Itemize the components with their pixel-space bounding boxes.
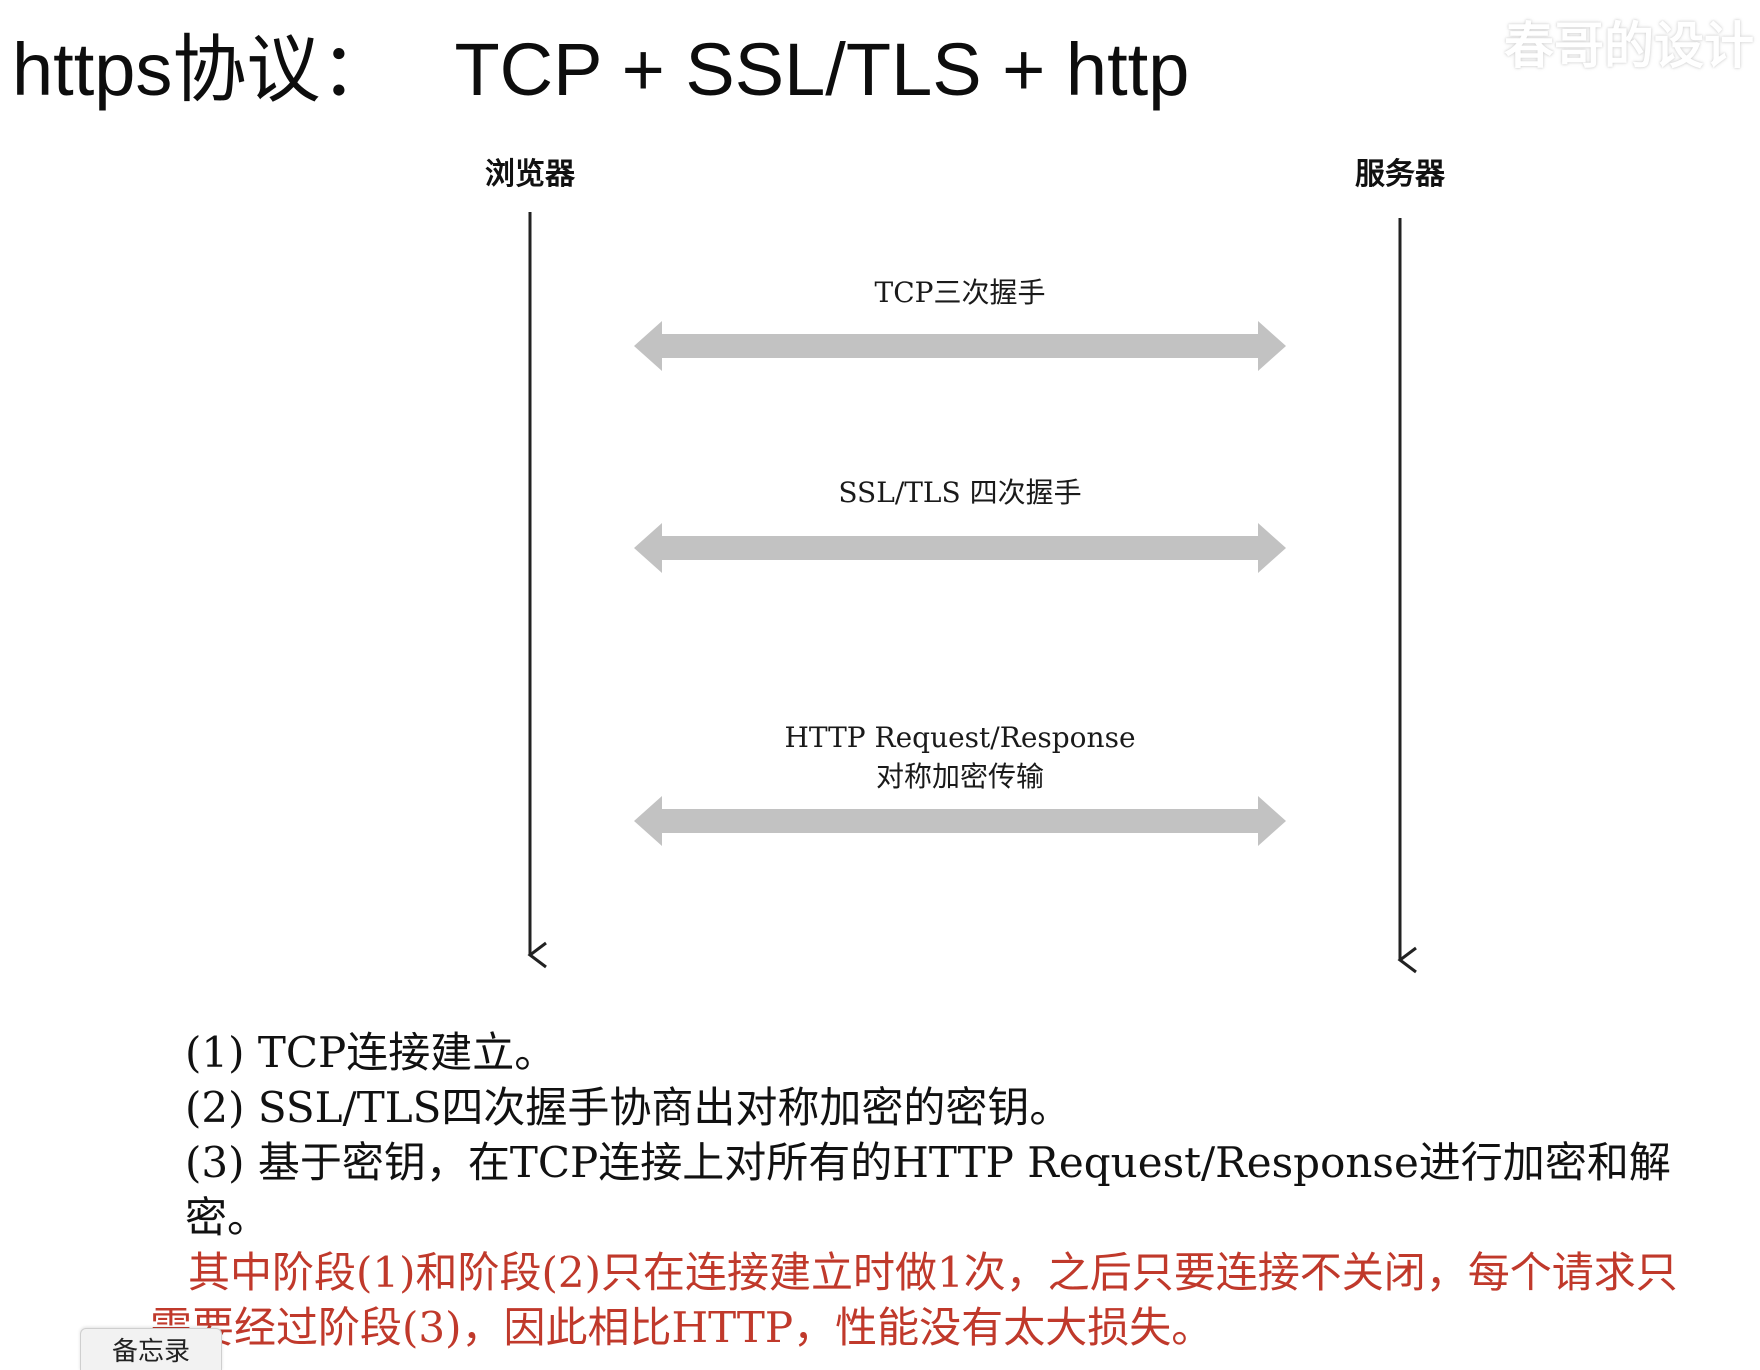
note-step-2: (2) SSL/TLS四次握手协商出对称加密的密钥。 — [185, 1083, 1072, 1132]
note-step-3: (3) 基于密钥，在TCP连接上对所有的HTTP Request/Respons… — [185, 1138, 1671, 1242]
explanation-notes: (1) TCP连接建立。 (2) SSL/TLS四次握手协商出对称加密的密钥。 … — [150, 1025, 1710, 1355]
sequence-diagram: 浏览器 服务器 TCP三次握手 SSL/TLS 四次握手 HTTP Reques… — [485, 157, 1446, 974]
slide-title: https协议： TCP + SSL/TLS + http — [12, 20, 1189, 120]
title-formula: TCP + SSL/TLS + http — [454, 28, 1190, 111]
browser-label: 浏览器 — [485, 157, 576, 192]
note-step-1: (1) TCP连接建立。 — [185, 1028, 557, 1077]
memo-tab[interactable]: 备忘录 — [80, 1328, 222, 1370]
ssl-handshake-label: SSL/TLS 四次握手 — [838, 476, 1081, 509]
http-transfer-label: HTTP Request/Response — [784, 721, 1135, 754]
ssl-handshake-arrow — [634, 523, 1286, 573]
server-label: 服务器 — [1355, 157, 1446, 192]
watermark-text: 春哥的设计 — [1504, 17, 1754, 75]
http-transfer-sublabel: 对称加密传输 — [876, 760, 1044, 793]
tcp-handshake-arrow — [634, 321, 1286, 371]
tcp-handshake-label: TCP三次握手 — [875, 276, 1046, 309]
note-summary: 其中阶段(1)和阶段(2)只在连接建立时做1次，之后只要连接不关闭，每个请求只需… — [150, 1248, 1678, 1352]
http-transfer-arrow — [634, 796, 1286, 846]
title-prefix: https协议： — [12, 28, 395, 111]
